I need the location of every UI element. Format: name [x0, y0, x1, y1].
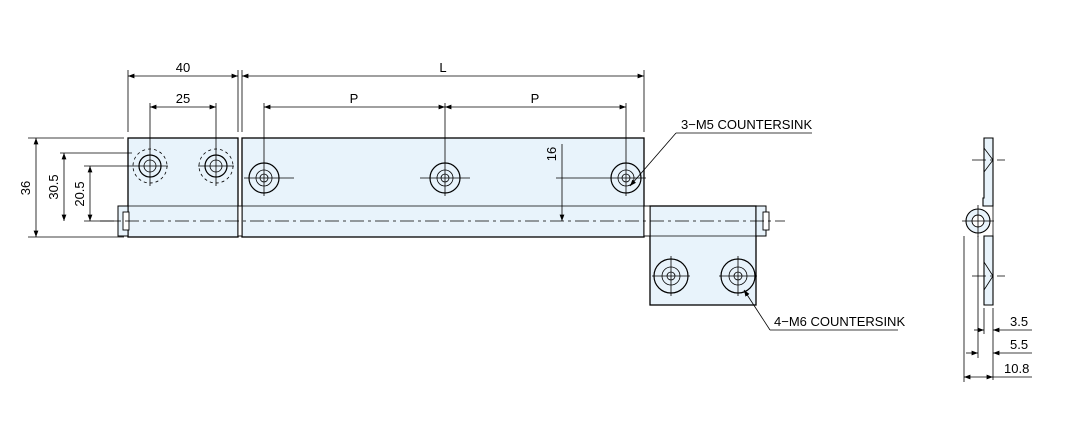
- dimension-40-label: 40: [176, 60, 190, 75]
- dimension-16-label: 16: [544, 147, 559, 161]
- dimension-40: 40: [127, 60, 239, 132]
- dimension-5-5-label: 5.5: [1010, 337, 1028, 352]
- m5-hole-1: [244, 103, 294, 196]
- m6-hole-2: [719, 256, 757, 296]
- dimension-P-right-label: P: [531, 91, 540, 106]
- left-leaf-hole-2: [198, 103, 234, 186]
- m5-hole-2: [420, 103, 470, 196]
- dimension-30-5: 30.5: [46, 152, 132, 221]
- dimension-10-8: 10.8: [963, 236, 1032, 382]
- dimension-L-label: L: [439, 60, 446, 75]
- dimension-P-right: P: [445, 91, 626, 110]
- dimension-36-label: 36: [18, 181, 33, 195]
- dimension-3-5-label: 3.5: [1010, 314, 1028, 329]
- m6-hole-1: [652, 256, 690, 296]
- dimension-16: 16: [544, 144, 565, 221]
- left-leaf-hole-1: [132, 103, 168, 186]
- dimension-3-5: 3.5: [974, 308, 1032, 380]
- dimension-30-5-label: 30.5: [46, 174, 61, 199]
- m6-callout-label: 4−M6 COUNTERSINK: [774, 314, 905, 329]
- dimension-20-5-label: 20.5: [72, 181, 87, 206]
- dimension-P-left: P: [264, 91, 445, 110]
- dimension-10-8-label: 10.8: [1004, 361, 1029, 376]
- side-view: [962, 137, 1005, 306]
- dimension-36: 36: [18, 137, 124, 238]
- dimension-5-5: 5.5: [966, 236, 1032, 358]
- m5-callout-label: 3−M5 COUNTERSINK: [681, 117, 812, 132]
- dimension-20-5: 20.5: [72, 165, 132, 222]
- dimension-25-label: 25: [176, 91, 190, 106]
- dimension-P-left-label: P: [350, 91, 359, 106]
- left-leaf: [127, 137, 239, 238]
- dimension-25: 25: [150, 91, 216, 110]
- m6-callout: 4−M6 COUNTERSINK: [743, 289, 905, 331]
- dimension-L: L: [241, 60, 645, 132]
- m5-callout: 3−M5 COUNTERSINK: [629, 117, 812, 187]
